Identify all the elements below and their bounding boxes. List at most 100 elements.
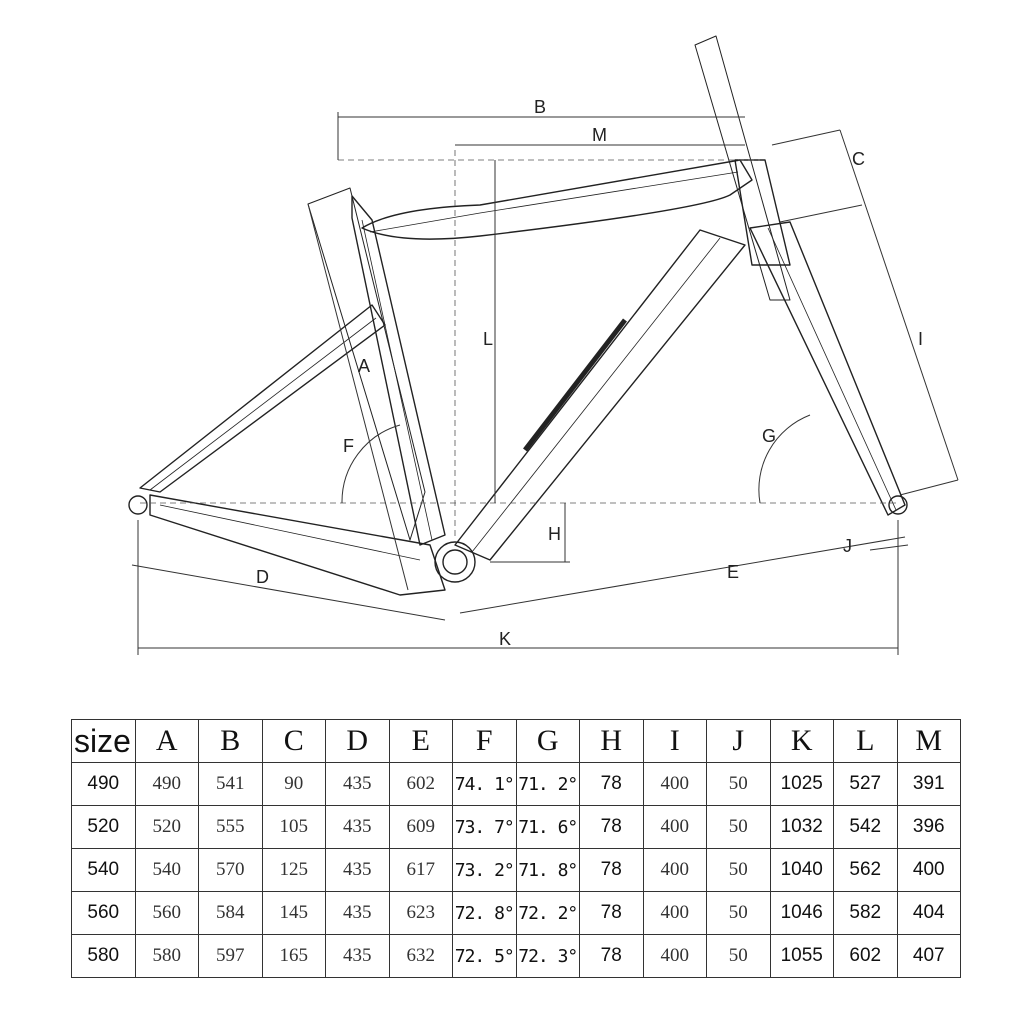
- table-cell: 520: [71, 805, 136, 849]
- table-cell: 78: [579, 891, 644, 935]
- table-cell: 165: [261, 934, 326, 978]
- table-cell: 541: [198, 762, 263, 806]
- table-cell: 555: [198, 805, 263, 849]
- down-tube: [454, 229, 746, 561]
- bike-frame-geometry-diagram: B M C L I A F G H J E D K: [128, 35, 959, 655]
- label-K: K: [499, 629, 511, 649]
- table-cell: 435: [325, 762, 390, 806]
- fork-dropout: [888, 495, 908, 515]
- table-cell: 71. 8°: [515, 848, 580, 892]
- table-cell: 527: [833, 762, 898, 806]
- table-cell: 71. 2°: [515, 762, 580, 806]
- head-tube: [734, 159, 791, 266]
- table-cell: 1032: [769, 805, 834, 849]
- table-cell: 105: [261, 805, 326, 849]
- table-cell: 597: [198, 934, 263, 978]
- table-cell: 400: [642, 934, 707, 978]
- table-cell: 400: [642, 805, 707, 849]
- table-cell: 623: [388, 891, 453, 935]
- table-cell: 435: [325, 934, 390, 978]
- table-cell: 391: [896, 762, 961, 806]
- column-header-i: I: [642, 719, 707, 763]
- column-header-m: M: [896, 719, 961, 763]
- table-cell: 632: [388, 934, 453, 978]
- table-cell: 50: [706, 762, 771, 806]
- column-header-g: G: [515, 719, 580, 763]
- label-B: B: [534, 97, 546, 117]
- column-header-k: K: [769, 719, 834, 763]
- table-cell: 400: [642, 848, 707, 892]
- table-cell: 50: [706, 891, 771, 935]
- rear-dropout: [128, 495, 148, 515]
- label-H: H: [548, 524, 561, 544]
- column-header-b: B: [198, 719, 263, 763]
- table-cell: 582: [833, 891, 898, 935]
- seat-tube-extension: [307, 187, 426, 541]
- table-cell: 1046: [769, 891, 834, 935]
- column-header-d: D: [325, 719, 390, 763]
- table-cell: 540: [134, 848, 199, 892]
- table-cell: 609: [388, 805, 453, 849]
- top-tube: [361, 159, 753, 240]
- table-cell: 90: [261, 762, 326, 806]
- label-A: A: [358, 356, 370, 376]
- table-cell: 560: [134, 891, 199, 935]
- table-cell: 72. 2°: [515, 891, 580, 935]
- table-cell: 602: [833, 934, 898, 978]
- seat-tube: [351, 195, 446, 546]
- table-cell: 580: [71, 934, 136, 978]
- seat-stay: [139, 304, 386, 493]
- table-cell: 1040: [769, 848, 834, 892]
- table-cell: 72. 3°: [515, 934, 580, 978]
- table-cell: 435: [325, 891, 390, 935]
- label-C: C: [852, 149, 865, 169]
- table-cell: 404: [896, 891, 961, 935]
- column-header-e: E: [388, 719, 453, 763]
- table-cell: 74. 1°: [452, 762, 517, 806]
- table-cell: 50: [706, 934, 771, 978]
- table-cell: 562: [833, 848, 898, 892]
- table-cell: 50: [706, 805, 771, 849]
- table-cell: 78: [579, 934, 644, 978]
- table-cell: 73. 7°: [452, 805, 517, 849]
- steerer-extension: [694, 35, 791, 301]
- table-cell: 73. 2°: [452, 848, 517, 892]
- table-cell: 584: [198, 891, 263, 935]
- table-cell: 400: [896, 848, 961, 892]
- table-cell: 617: [388, 848, 453, 892]
- column-header-l: L: [833, 719, 898, 763]
- label-J: J: [843, 536, 852, 556]
- label-G: G: [762, 426, 776, 446]
- label-L: L: [483, 329, 493, 349]
- table-cell: 570: [198, 848, 263, 892]
- column-header-f: F: [452, 719, 517, 763]
- column-header-h: H: [579, 719, 644, 763]
- table-cell: 580: [134, 934, 199, 978]
- bottom-bracket: [434, 541, 476, 583]
- label-F: F: [343, 436, 354, 456]
- table-cell: 490: [134, 762, 199, 806]
- table-cell: 490: [71, 762, 136, 806]
- table-cell: 560: [71, 891, 136, 935]
- table-cell: 400: [642, 891, 707, 935]
- table-cell: 520: [134, 805, 199, 849]
- table-cell: 78: [579, 762, 644, 806]
- column-header-j: J: [706, 719, 771, 763]
- table-cell: 435: [325, 805, 390, 849]
- table-cell: 1025: [769, 762, 834, 806]
- table-cell: 50: [706, 848, 771, 892]
- chain-stay: [149, 494, 446, 596]
- column-header-c: C: [261, 719, 326, 763]
- table-cell: 602: [388, 762, 453, 806]
- table-cell: 407: [896, 934, 961, 978]
- table-cell: 78: [579, 805, 644, 849]
- label-E: E: [727, 562, 739, 582]
- table-cell: 145: [261, 891, 326, 935]
